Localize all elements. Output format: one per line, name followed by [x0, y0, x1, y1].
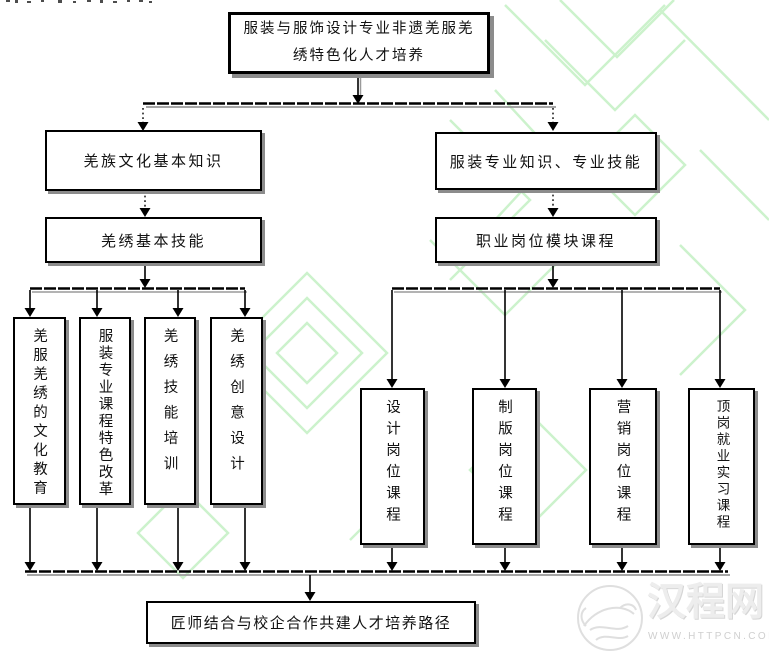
- left-bus-line: [30, 287, 247, 293]
- pattern-diamond: [250, 296, 364, 410]
- dotted-arrow-right1-right2: [547, 190, 559, 217]
- pattern-chevron: [679, 244, 747, 376]
- column-marketing-post-courses-label: 营销岗位课程: [614, 399, 631, 528]
- pattern-diagonal: [659, 9, 769, 121]
- pattern-chevron: [504, 4, 666, 87]
- right-bus-drop-arrows: [386, 290, 726, 388]
- bottom-path-box: 匠师结合与校企合作共建人才培养路径: [146, 601, 476, 644]
- left-bus-drop-arrows: [24, 290, 251, 317]
- dotted-arrow-left1-left2: [139, 191, 151, 217]
- column-design-post-courses-label: 设计岗位课程: [384, 399, 400, 528]
- logo-circle: [577, 585, 643, 651]
- pattern-diamond: [583, 113, 687, 217]
- pattern-diagonal: [699, 149, 769, 221]
- dotted-arrow-to-right-branch: [547, 108, 559, 131]
- column-curriculum-reform-label: 服装专业课程特色改革: [96, 328, 113, 498]
- column-marketing-post-courses: 营销岗位课程: [589, 388, 657, 545]
- logo-fish-tail: [580, 607, 587, 627]
- httpcn-watermark: 汉程网 WWW.HTTPCN.COM: [576, 580, 769, 654]
- logo-fish-head: [619, 603, 637, 611]
- column-internship-courses-label: 顶岗就业实习课程: [714, 399, 730, 531]
- column-culture-education: 羌服羌绣的文化教育: [13, 317, 66, 505]
- root-goal-line1: 服装与服饰设计专业非遗羌服羌: [243, 21, 475, 37]
- logo-fish-body: [583, 606, 635, 627]
- right-bus-line: [392, 287, 722, 293]
- box-qiang-culture-knowledge: 羌族文化基本知识: [45, 130, 262, 191]
- column-creative-design-label: 羌绣创意设计: [228, 328, 244, 481]
- box-qiang-embroidery-skills: 羌绣基本技能: [45, 217, 262, 263]
- logo-wave: [589, 625, 629, 631]
- box-garment-professional-knowledge: 服装专业知识、专业技能: [435, 132, 657, 190]
- cropped-text-remnant: [6, 0, 152, 3]
- pattern-chevron: [544, 39, 686, 112]
- top-bus-line: [143, 102, 556, 108]
- arrow-left2-to-left-bus: [139, 263, 151, 288]
- right-columns-to-bottom-bus: [386, 545, 726, 571]
- box-job-module-courses-label: 职业岗位模块课程: [475, 233, 616, 250]
- pattern-diamond: [136, 486, 230, 580]
- column-embroidery-training-label: 羌绣技能培训: [161, 328, 178, 481]
- column-patternmaking-post-courses-label: 制版岗位课程: [496, 399, 512, 528]
- pattern-diamond: [275, 321, 339, 385]
- column-patternmaking-post-courses: 制版岗位课程: [472, 388, 537, 545]
- box-job-module-courses: 职业岗位模块课程: [435, 217, 657, 263]
- arrow-right2-to-right-bus: [547, 263, 559, 288]
- column-embroidery-training: 羌绣技能培训: [144, 317, 196, 505]
- column-curriculum-reform: 服装专业课程特色改革: [79, 317, 131, 505]
- column-design-post-courses: 设计岗位课程: [360, 388, 425, 545]
- box-garment-professional-knowledge-label: 服装专业知识、专业技能: [449, 154, 643, 171]
- root-goal-line2: 绣特色化人才培养: [293, 48, 425, 64]
- arrow-top-to-bus: [352, 74, 364, 104]
- dotted-arrow-to-left-branch: [137, 108, 149, 131]
- bottom-bus-line: [25, 570, 730, 576]
- column-culture-education-label: 羌服羌绣的文化教育: [31, 328, 47, 499]
- logo-wave: [595, 635, 629, 641]
- column-creative-design: 羌绣创意设计: [210, 317, 263, 505]
- pattern-chevron: [559, 0, 675, 59]
- watermark-site-url: WWW.HTTPCN.COM: [648, 631, 769, 642]
- bottom-path-box-label: 匠师结合与校企合作共建人才培养路径: [170, 616, 452, 632]
- column-internship-courses: 顶岗就业实习课程: [688, 388, 755, 545]
- watermark-site-name: 汉程网: [647, 581, 765, 624]
- box-qiang-embroidery-skills-label: 羌绣基本技能: [100, 233, 206, 250]
- arrow-bus-to-bottom-box: [304, 575, 316, 601]
- left-columns-to-bottom-bus: [24, 505, 251, 571]
- fish-wave-logo-icon: [577, 585, 643, 651]
- box-qiang-culture-knowledge-label: 羌族文化基本知识: [83, 154, 224, 170]
- root-goal-box: 服装与服饰设计专业非遗羌服羌 绣特色化人才培养: [228, 12, 490, 74]
